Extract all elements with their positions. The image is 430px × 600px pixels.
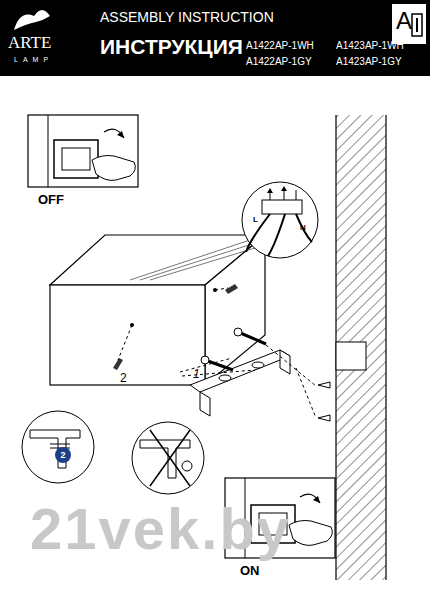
switch-state: ON — [240, 564, 260, 577]
model-number: A1422AP-1WH — [246, 41, 314, 51]
icon-letter: A — [396, 9, 412, 33]
label-logo: ARTE — [8, 34, 51, 51]
callout-number: 2 — [60, 451, 65, 460]
watermark: 21vek.by — [30, 500, 291, 558]
header-title: ASSEMBLY INSTRUCTION — [100, 10, 274, 24]
label-logo-sub: LAMP — [14, 56, 53, 63]
model-number: A1423AP-1WH — [336, 41, 404, 51]
wire-name: N — [300, 224, 306, 232]
model-number: A1422AP-1GY — [246, 57, 312, 67]
switch-state: OFF — [38, 193, 64, 206]
wire-name: L — [253, 216, 258, 224]
model-number: A1423AP-1GY — [336, 57, 402, 67]
callout-number: 2 — [120, 372, 127, 384]
header-title: ИНСТРУКЦИЯ — [100, 36, 243, 57]
callout-number: 1 — [193, 368, 200, 380]
